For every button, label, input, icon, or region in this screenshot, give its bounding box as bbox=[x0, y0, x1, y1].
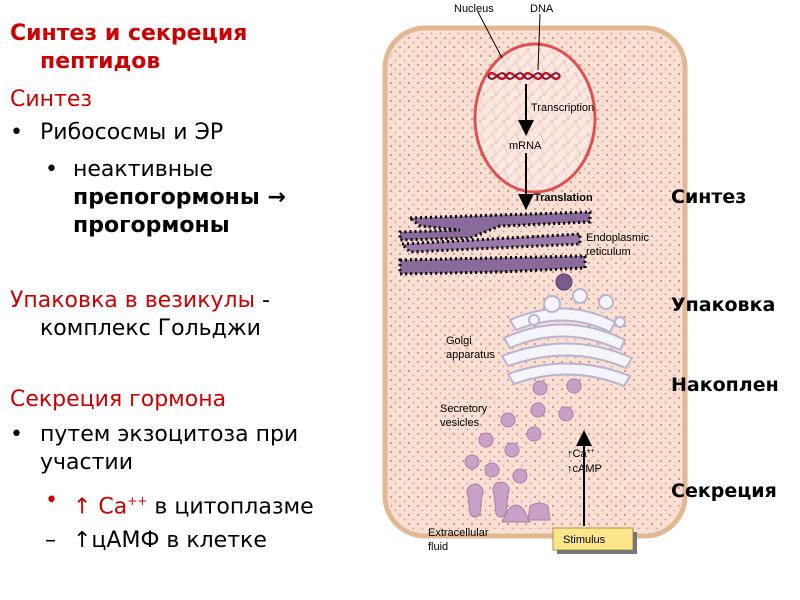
label-vesicles-line2: vesicles bbox=[440, 417, 480, 429]
secretion-bullet-line1: путем экзоцитоза при bbox=[40, 422, 299, 447]
stage-label-packaging: Упаковка bbox=[671, 294, 776, 316]
label-extracellular-line1: Extracellular bbox=[428, 527, 489, 539]
packaging-line2-text: комплекс Гольджи bbox=[40, 316, 261, 341]
label-golgi-line1: Golgi bbox=[446, 335, 472, 347]
label-nucleus: Nucleus bbox=[454, 3, 494, 15]
stage-label-synthesis: Синтез bbox=[671, 186, 747, 208]
nucleus-texture bbox=[478, 47, 592, 189]
cytoplasm-dots bbox=[389, 32, 681, 532]
bullet-dot: • bbox=[10, 422, 23, 447]
label-camp: ↑cAMP bbox=[567, 463, 602, 475]
nucleus-leader bbox=[477, 11, 503, 59]
label-mrna: mRNA bbox=[509, 140, 542, 152]
dna-leader bbox=[537, 13, 541, 71]
slide-text: Синтез и секреция пептидов Синтез • Рибо… bbox=[0, 0, 380, 600]
secretion-bullet-line2: участии bbox=[40, 450, 134, 475]
label-dna: DNA bbox=[530, 3, 554, 15]
ca-superscript: ++ bbox=[127, 494, 148, 508]
secretion-bullet: • путем экзоцитоза при участии bbox=[10, 421, 298, 477]
label-translation: Translation bbox=[534, 192, 593, 204]
bullet-dot: • bbox=[10, 120, 23, 145]
slide-title: Синтез и секреция пептидов bbox=[10, 20, 247, 76]
secretion-sub2-text: ↑цАМФ в клетке bbox=[73, 528, 267, 553]
packaging-dash: - bbox=[254, 288, 270, 313]
synthesis-bullet: • Рибососмы и ЭР bbox=[10, 119, 223, 147]
synthesis-sub-bullet: • неактивные препогормоны → прогормоны bbox=[45, 156, 286, 240]
title-line-1: Синтез и секреция bbox=[10, 21, 248, 46]
secretion-sub2: – ↑цАМФ в клетке bbox=[45, 527, 267, 555]
golgi-apparatus bbox=[500, 288, 634, 388]
packaging-heading-text: Упаковка в везикулы bbox=[10, 288, 255, 313]
bullet-dot: • bbox=[45, 488, 58, 513]
label-stimulus: Stimulus bbox=[563, 534, 606, 546]
packaging-line2: комплекс Гольджи bbox=[10, 315, 261, 343]
exocytosis-vesicles bbox=[466, 481, 551, 523]
label-extracellular-line2: fluid bbox=[428, 541, 448, 553]
label-er-line2: reticulum bbox=[586, 246, 631, 258]
dash-mark: – bbox=[45, 528, 56, 553]
secretion-sub1: • ↑ Ca++ в цитоплазме bbox=[45, 487, 314, 521]
stage-label-storage: Накоплен bbox=[671, 374, 779, 396]
secretory-vesicles bbox=[464, 378, 582, 484]
synthesis-bullet-text: Рибососмы и ЭР bbox=[40, 120, 224, 145]
synthesis-sub-line3: прогормоны bbox=[73, 213, 230, 238]
label-er-line1: Endoplasmic bbox=[586, 232, 649, 244]
synthesis-sub-line2: препогормоны → bbox=[73, 185, 286, 210]
bullet-dot: • bbox=[45, 157, 58, 182]
label-golgi-line2: apparatus bbox=[446, 349, 495, 361]
synthesis-sub-line1: неактивные bbox=[73, 157, 214, 182]
ca-rest-text: в цитоплазме bbox=[147, 494, 314, 520]
endoplasmic-reticulum bbox=[398, 210, 592, 291]
stage-label-secretion: Секреция bbox=[671, 480, 777, 502]
secretion-heading: Секреция гормона bbox=[10, 387, 227, 412]
cell-diagram: Nucleus DNA Transcription mRNA Translati… bbox=[382, 3, 688, 554]
label-vesicles-line1: Secretory bbox=[440, 403, 488, 415]
dna-helix bbox=[486, 71, 562, 81]
packaging-heading: Упаковка в везикулы - bbox=[10, 287, 270, 315]
title-line-2: пептидов bbox=[40, 49, 161, 74]
label-transcription: Transcription bbox=[531, 102, 594, 114]
secretion-sub1-text: ↑ Ca++ в цитоплазме bbox=[73, 487, 314, 521]
ca-arrow-text: ↑ Ca bbox=[73, 494, 128, 520]
synthesis-heading: Синтез bbox=[10, 87, 93, 112]
